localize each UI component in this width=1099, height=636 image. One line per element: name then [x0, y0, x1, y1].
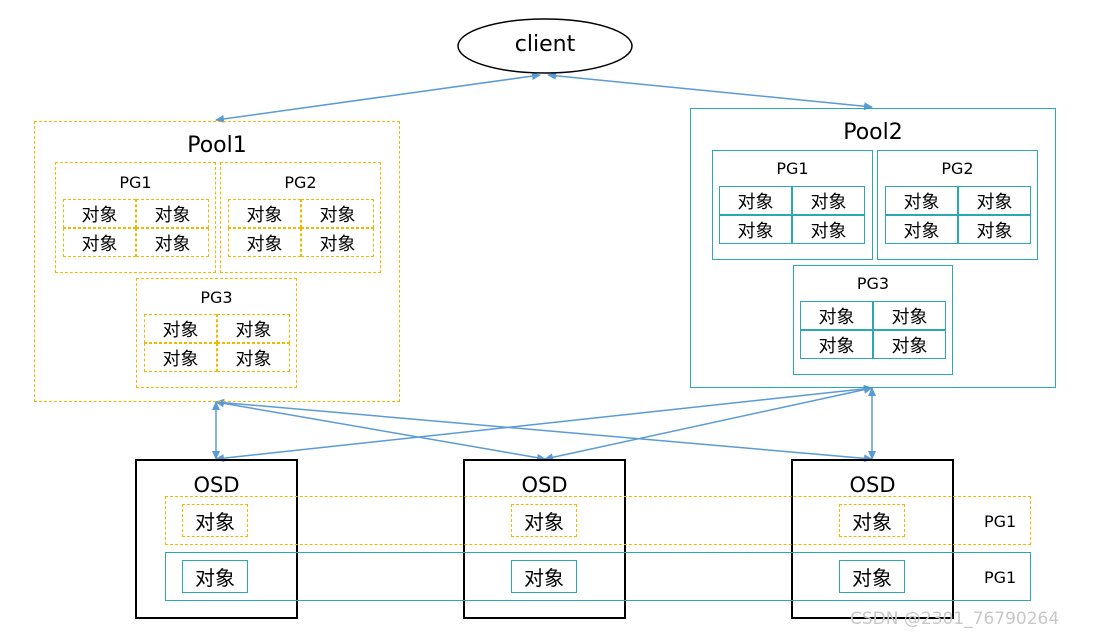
pool2-pg3-box [793, 265, 953, 375]
pool1-pg3-object: 对象 [144, 343, 217, 372]
osd3-object-pool1: 对象 [839, 504, 905, 537]
pool2-pg3-object: 对象 [800, 301, 873, 330]
pool1-pg3-object: 对象 [217, 314, 290, 343]
pool1-pg1-object: 对象 [63, 228, 136, 257]
pg1-teal-row [165, 552, 1031, 601]
osd1-object-pool2: 对象 [182, 560, 248, 593]
pool2-pg1-object: 对象 [792, 215, 865, 244]
pool2-pg1-object: 对象 [719, 186, 792, 215]
pool1-title: Pool1 [187, 133, 247, 158]
pool2-pg1-object: 对象 [792, 186, 865, 215]
arrow-client-pool1 [215, 72, 541, 123]
pg1-yellow-row [165, 496, 1031, 545]
arrow-client-pool2 [547, 71, 873, 111]
pool1-pg1-object: 对象 [136, 228, 209, 257]
pool1-pg2-box [220, 162, 381, 273]
pool2-pg2-title: PG2 [941, 159, 974, 178]
pool1-pg3-title: PG3 [200, 288, 233, 307]
pool1-box [34, 121, 400, 402]
arrow-pool1-osd2 [215, 399, 546, 462]
pool1-pg2-object: 对象 [228, 199, 301, 228]
row-label-pg1-teal: PG1 [984, 568, 1017, 587]
pool1-pg3-object: 对象 [144, 314, 217, 343]
pool2-pg1-title: PG1 [776, 159, 809, 178]
pool1-pg2-object: 对象 [228, 228, 301, 257]
pool2-pg1-box [712, 150, 873, 260]
osd1-object-pool1: 对象 [182, 504, 248, 537]
pool1-pg2-title: PG2 [284, 173, 317, 192]
osd2-object-pool2: 对象 [511, 560, 577, 593]
pool2-title: Pool2 [843, 120, 903, 145]
client-node [457, 18, 633, 74]
pool1-pg2-object: 对象 [301, 199, 374, 228]
osd3-object-pool2: 对象 [839, 560, 905, 593]
pool2-pg3-object: 对象 [873, 330, 946, 359]
osd-title-2: OSD [521, 473, 568, 497]
osd-box-2 [463, 459, 626, 619]
pool2-pg1-object: 对象 [719, 215, 792, 244]
pool2-pg2-box [877, 150, 1038, 260]
pool2-pg2-object: 对象 [958, 186, 1031, 215]
pool1-pg1-object: 对象 [136, 199, 209, 228]
pool2-pg2-object: 对象 [885, 215, 958, 244]
pool1-pg3-object: 对象 [217, 343, 290, 372]
pool1-pg1-title: PG1 [119, 173, 152, 192]
arrow-pool2-osd2 [544, 385, 873, 462]
pool1-pg3-box [136, 278, 297, 388]
pool1-pg2-object: 对象 [301, 228, 374, 257]
osd2-object-pool1: 对象 [511, 504, 577, 537]
pool1-pg1-object: 对象 [63, 199, 136, 228]
pool2-box [690, 108, 1056, 388]
pool2-pg3-object: 对象 [873, 301, 946, 330]
osd-box-3 [791, 459, 954, 619]
arrow-pool1-osd3 [215, 398, 873, 463]
pool2-pg3-title: PG3 [856, 274, 890, 293]
pool2-pg2-object: 对象 [958, 215, 1031, 244]
osd-title-1: OSD [193, 473, 240, 497]
osd-box-1 [135, 459, 298, 619]
pool2-pg3-object: 对象 [800, 330, 873, 359]
row-label-pg1-yellow: PG1 [984, 512, 1017, 531]
pool2-pg2-object: 对象 [885, 186, 958, 215]
osd-title-3: OSD [849, 473, 896, 497]
watermark-text: CSDN @2301_76790264 [850, 609, 1060, 629]
pool1-pg1-box [55, 162, 216, 273]
client-label: client [514, 32, 576, 57]
